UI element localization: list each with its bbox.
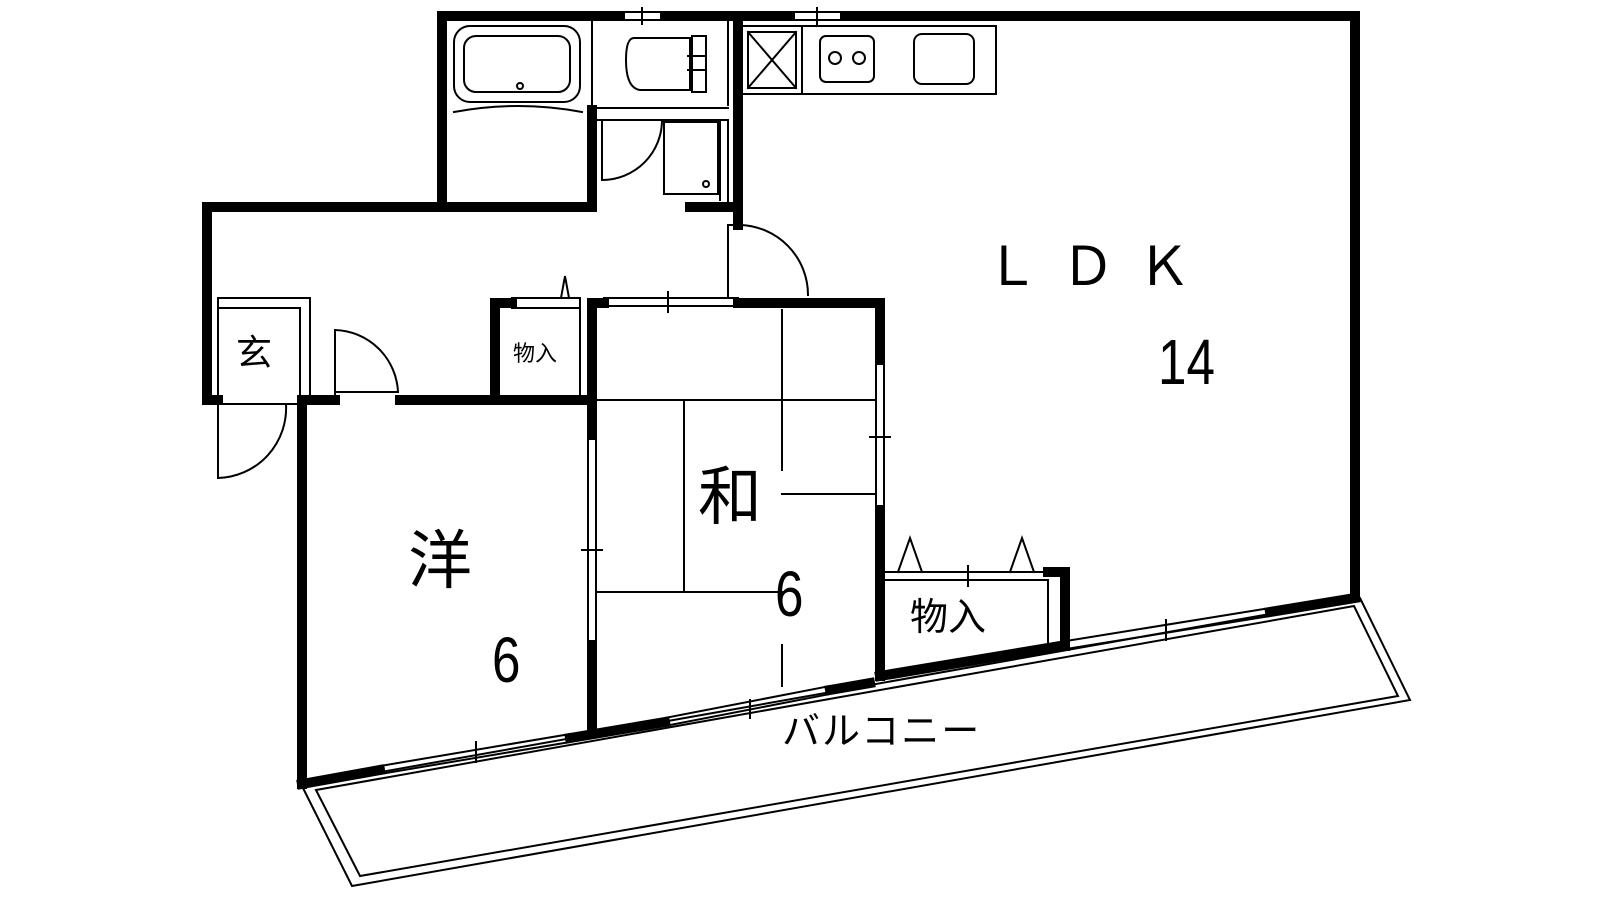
room-name-washitsu: 和 [698, 461, 762, 535]
room-name-genkan: 玄 [236, 333, 273, 374]
outer-walls [202, 11, 1361, 790]
storage-large-label: 物入 [910, 595, 987, 639]
bathtub-icon [453, 25, 581, 103]
door-swings [216, 118, 810, 480]
interior-lines [217, 7, 1412, 888]
room-name-ldk: ＬＤＫ [985, 235, 1213, 298]
refrigerator-icon [747, 31, 797, 89]
room-size-youshitsu: 6 [492, 624, 521, 696]
toilet-icon [624, 35, 707, 93]
kitchen-counter [741, 25, 997, 95]
room-size-ldk: 14 [1158, 326, 1215, 398]
sink-icon [913, 33, 975, 85]
fixtures [452, 25, 997, 195]
room-size-washitsu: 6 [775, 558, 804, 630]
room-name-youshitsu: 洋 [408, 525, 472, 599]
washbasin-icon [663, 121, 719, 195]
balcony-label: バルコニー [782, 709, 982, 753]
storage-small-label: 物入 [513, 342, 558, 367]
stove-icon [819, 35, 875, 83]
